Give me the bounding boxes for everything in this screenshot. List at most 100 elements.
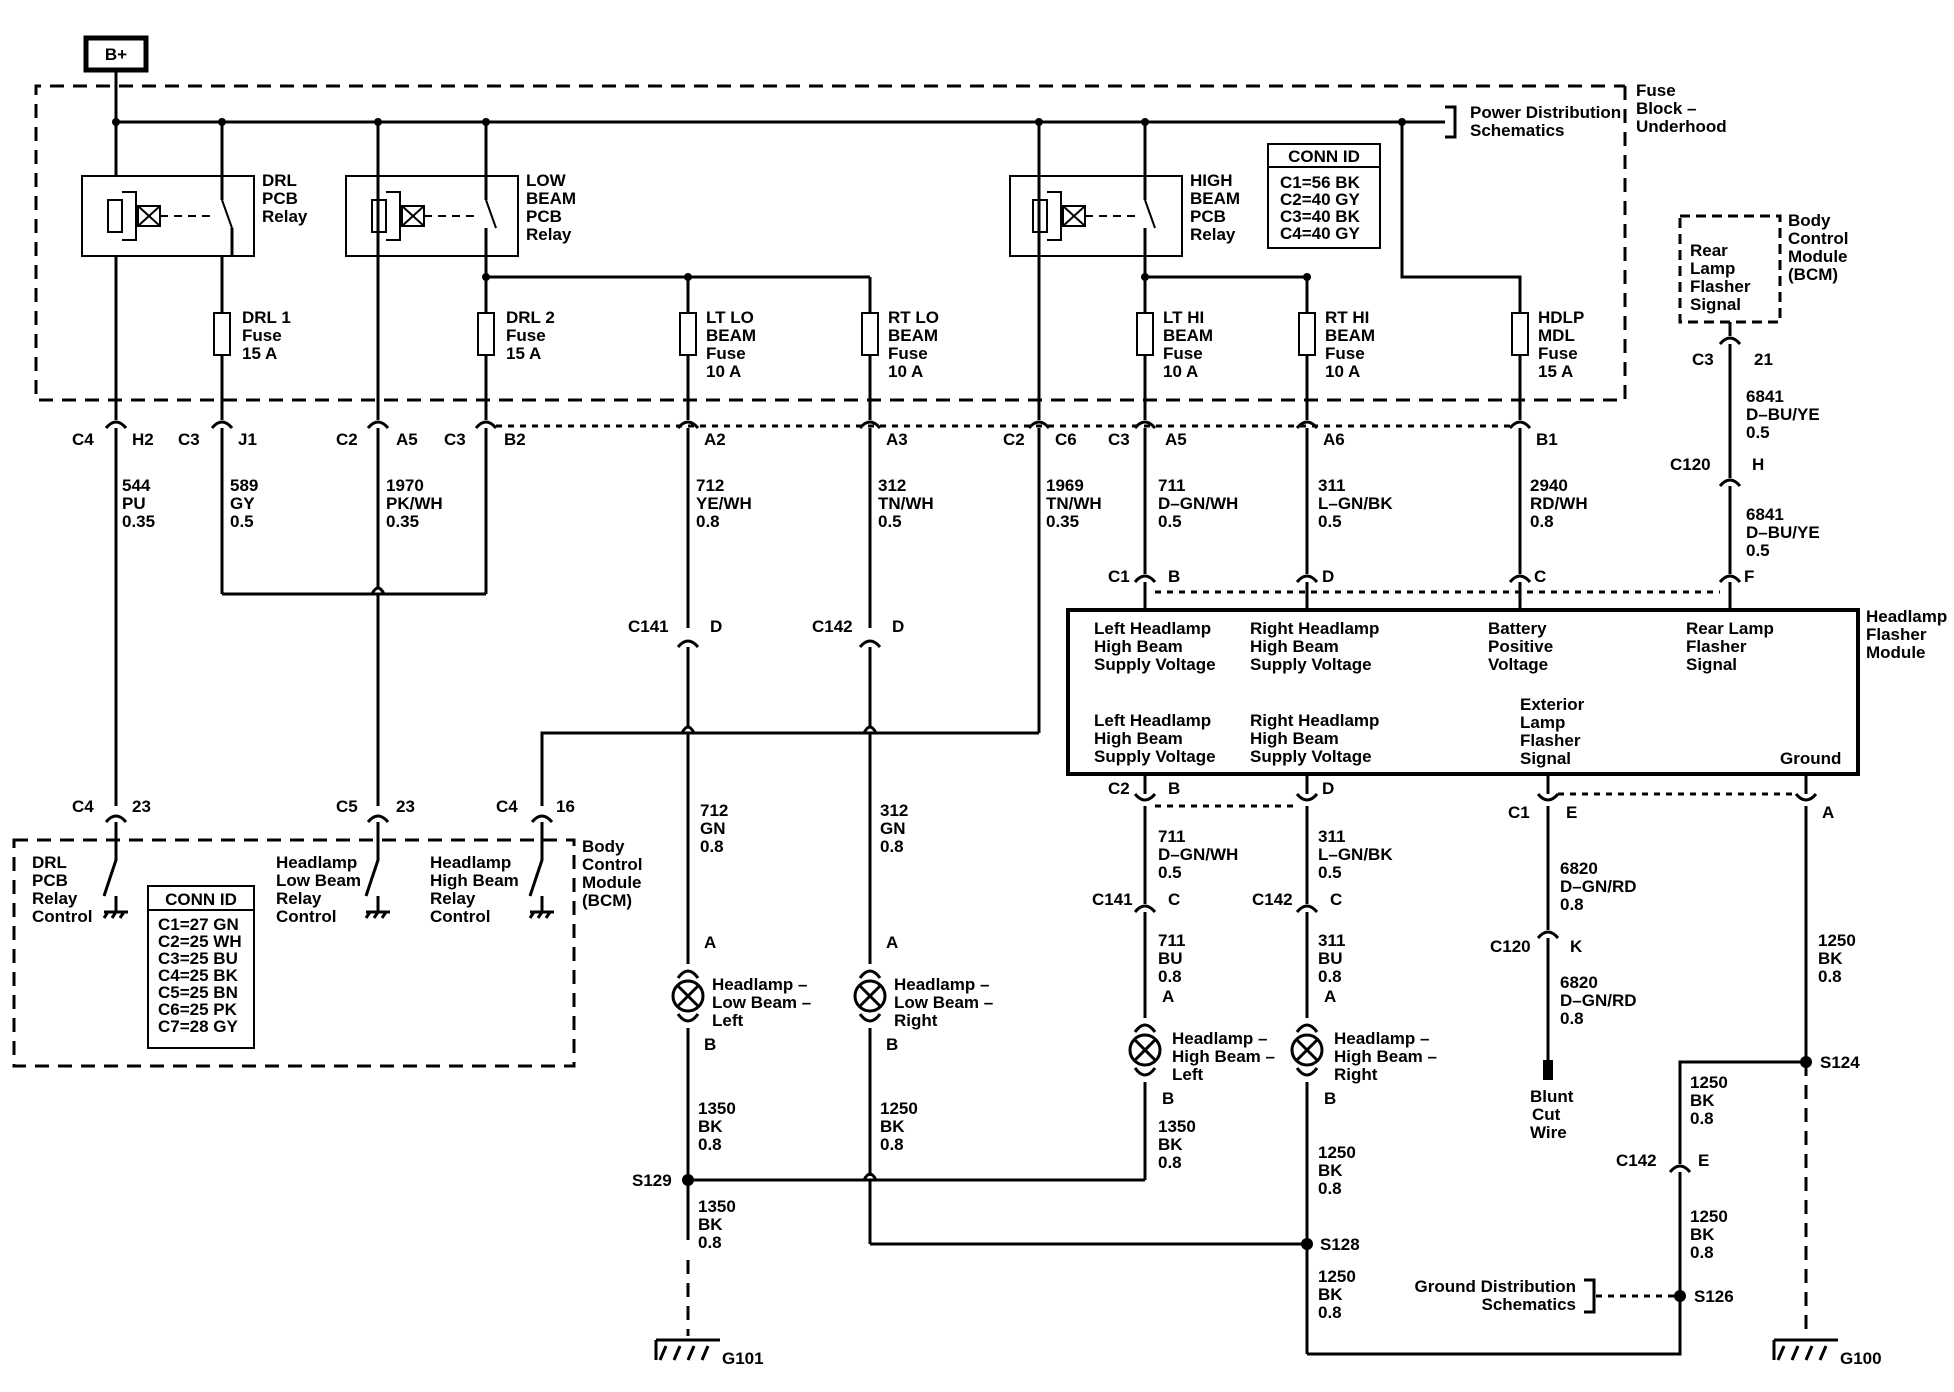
svg-text:C7=28 GY: C7=28 GY: [158, 1017, 239, 1036]
svg-text:712: 712: [700, 801, 728, 820]
svg-text:Flasher: Flasher: [1866, 625, 1927, 644]
svg-text:Control: Control: [276, 907, 336, 926]
svg-text:GN: GN: [880, 819, 906, 838]
headlamp-high-beam-left: AB Headlamp –High Beam –Left: [1128, 987, 1275, 1108]
svg-text:High Beam: High Beam: [1250, 637, 1339, 656]
svg-text:C142: C142: [1616, 1151, 1657, 1170]
svg-text:589: 589: [230, 476, 258, 495]
svg-text:Headlamp –: Headlamp –: [712, 975, 807, 994]
bcm-right: Rear Lamp Flasher Signal Body Control Mo…: [1670, 211, 1848, 574]
svg-text:Rear: Rear: [1690, 241, 1728, 260]
battery-label: B+: [105, 45, 127, 64]
svg-text:B: B: [1168, 567, 1180, 586]
svg-text:D–GN/WH: D–GN/WH: [1158, 494, 1238, 513]
svg-text:0.8: 0.8: [698, 1135, 722, 1154]
svg-text:B2: B2: [504, 430, 526, 449]
svg-text:Headlamp –: Headlamp –: [1334, 1029, 1429, 1048]
svg-text:D–GN/RD: D–GN/RD: [1560, 877, 1637, 896]
svg-text:LT LO: LT LO: [706, 308, 754, 327]
svg-text:0.8: 0.8: [1158, 1153, 1182, 1172]
svg-text:C: C: [1330, 890, 1342, 909]
headlamp-low-beam-left: AB Headlamp –Low Beam –Left: [671, 933, 811, 1054]
svg-text:Left: Left: [712, 1011, 744, 1030]
svg-text:A3: A3: [886, 430, 908, 449]
svg-text:0.5: 0.5: [1746, 423, 1770, 442]
svg-text:C: C: [1534, 567, 1546, 586]
svg-text:BEAM: BEAM: [1325, 326, 1375, 345]
svg-text:Low Beam: Low Beam: [276, 871, 361, 890]
svg-text:GY: GY: [230, 494, 255, 513]
svg-text:A6: A6: [1323, 430, 1345, 449]
svg-text:C5: C5: [336, 797, 358, 816]
svg-text:0.8: 0.8: [1560, 895, 1584, 914]
svg-text:Rear Lamp: Rear Lamp: [1686, 619, 1774, 638]
svg-text:C120: C120: [1670, 455, 1711, 474]
svg-text:Schematics: Schematics: [1470, 121, 1565, 140]
svg-text:Fuse: Fuse: [888, 344, 928, 363]
svg-text:DRL: DRL: [32, 853, 67, 872]
svg-text:0.35: 0.35: [122, 512, 155, 531]
svg-text:C6=25 PK: C6=25 PK: [158, 1000, 238, 1019]
svg-text:Relay: Relay: [430, 889, 476, 908]
svg-text:Control: Control: [430, 907, 490, 926]
svg-text:23: 23: [396, 797, 415, 816]
svg-text:D: D: [1322, 779, 1334, 798]
svg-text:0.8: 0.8: [1818, 967, 1842, 986]
svg-text:High Beam: High Beam: [1094, 729, 1183, 748]
svg-text:Headlamp –: Headlamp –: [1172, 1029, 1267, 1048]
svg-text:0.5: 0.5: [1318, 512, 1342, 531]
svg-text:B: B: [1162, 1089, 1174, 1108]
svg-text:Body: Body: [1788, 211, 1831, 230]
svg-text:A2: A2: [704, 430, 726, 449]
svg-text:BK: BK: [1318, 1285, 1343, 1304]
svg-text:B1: B1: [1536, 430, 1558, 449]
svg-text:Positive: Positive: [1488, 637, 1553, 656]
svg-text:0.5: 0.5: [1158, 512, 1182, 531]
svg-text:10 A: 10 A: [706, 362, 741, 381]
svg-text:Signal: Signal: [1686, 655, 1737, 674]
svg-text:2940: 2940: [1530, 476, 1568, 495]
svg-text:BEAM: BEAM: [526, 189, 576, 208]
svg-text:PCB: PCB: [526, 207, 562, 226]
svg-text:0.8: 0.8: [700, 837, 724, 856]
svg-text:Power Distribution: Power Distribution: [1470, 103, 1621, 122]
svg-text:Left Headlamp: Left Headlamp: [1094, 619, 1211, 638]
svg-text:Headlamp: Headlamp: [276, 853, 357, 872]
svg-text:0.35: 0.35: [386, 512, 419, 531]
svg-text:LOW: LOW: [526, 171, 567, 190]
svg-text:712: 712: [696, 476, 724, 495]
svg-text:0.5: 0.5: [1318, 863, 1342, 882]
svg-text:D: D: [892, 617, 904, 636]
svg-text:S124: S124: [1820, 1053, 1860, 1072]
svg-text:0.8: 0.8: [1318, 1179, 1342, 1198]
svg-text:C120: C120: [1490, 937, 1531, 956]
svg-text:Right Headlamp: Right Headlamp: [1250, 711, 1379, 730]
svg-text:C2: C2: [336, 430, 358, 449]
fuse-hdlp-mdl: HDLP MDL Fuse 15 A: [1511, 308, 1584, 381]
svg-text:A: A: [886, 933, 898, 952]
svg-text:C3: C3: [1108, 430, 1130, 449]
svg-text:F: F: [1744, 567, 1754, 586]
svg-text:0.8: 0.8: [1690, 1109, 1714, 1128]
svg-text:Blunt: Blunt: [1530, 1087, 1574, 1106]
svg-text:15 A: 15 A: [506, 344, 541, 363]
fuse-block-label: Fuse Block – Underhood: [1636, 81, 1727, 136]
svg-text:BK: BK: [1818, 949, 1843, 968]
svg-text:Lamp: Lamp: [1690, 259, 1735, 278]
svg-text:0.8: 0.8: [880, 1135, 904, 1154]
svg-text:311: 311: [1318, 476, 1345, 495]
svg-text:CONN ID: CONN ID: [165, 890, 237, 909]
svg-text:Ground: Ground: [1780, 749, 1841, 768]
svg-text:Signal: Signal: [1690, 295, 1741, 314]
svg-text:Supply Voltage: Supply Voltage: [1094, 655, 1216, 674]
svg-text:Module: Module: [1866, 643, 1926, 662]
svg-text:15 A: 15 A: [1538, 362, 1573, 381]
svg-text:0.5: 0.5: [230, 512, 254, 531]
fuse-lt-hi-beam: LT HI BEAM Fuse 10 A: [1136, 308, 1213, 381]
svg-text:K: K: [1570, 937, 1583, 956]
svg-text:C142: C142: [1252, 890, 1293, 909]
